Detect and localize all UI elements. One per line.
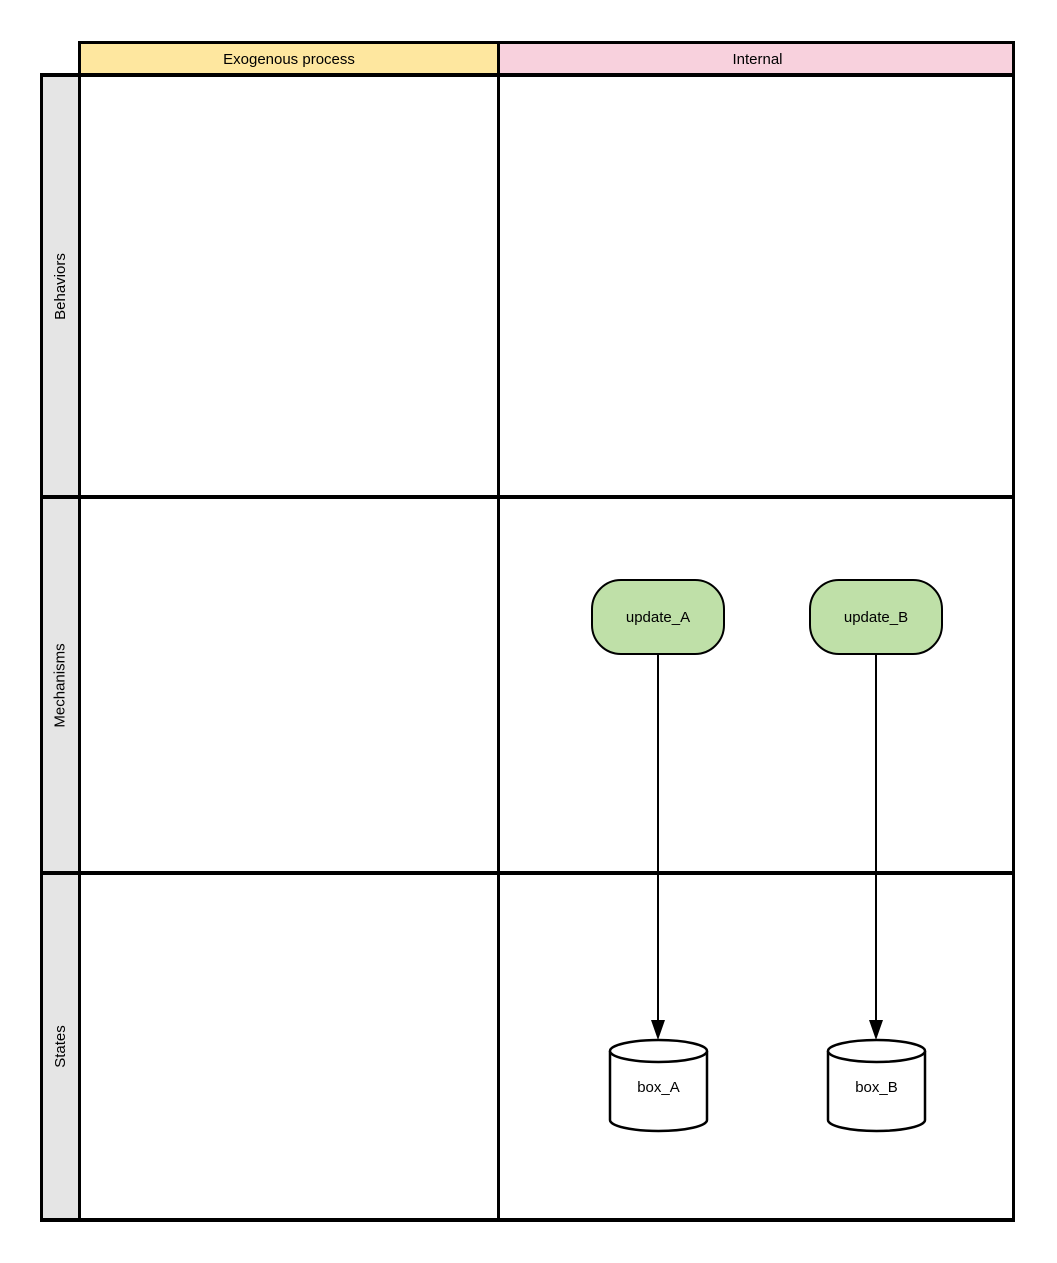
grid-line-left-edge xyxy=(40,73,43,1222)
grid-line-mechanisms-states xyxy=(40,871,1015,875)
node-update-b: update_B xyxy=(809,579,943,655)
row-header-strip-background xyxy=(40,73,81,1222)
grid-line-bottom xyxy=(40,1218,1015,1222)
node-box-a-label: box_A xyxy=(637,1078,680,1096)
row-header-behaviors: Behaviors xyxy=(40,77,81,495)
node-update-a: update_A xyxy=(591,579,725,655)
internal-header-background xyxy=(500,41,1012,77)
column-header-exogenous-process: Exogenous process xyxy=(81,44,497,74)
column-header-internal-label: Internal xyxy=(732,50,783,68)
row-header-states: States xyxy=(40,875,81,1218)
node-box-b-cylinder-icon xyxy=(826,1038,927,1133)
grid-line-label-column xyxy=(78,41,81,1222)
column-header-exogenous-label: Exogenous process xyxy=(223,50,355,68)
row-header-states-label: States xyxy=(52,1025,69,1068)
edge-updateB-to-boxB xyxy=(869,655,883,1040)
row-header-behaviors-label: Behaviors xyxy=(52,252,70,320)
node-update-a-label: update_A xyxy=(625,608,691,626)
grid-line-header-bottom xyxy=(40,73,1015,77)
node-box-a-cylinder-icon xyxy=(608,1038,709,1133)
grid-line-header-top xyxy=(78,41,1015,44)
grid-line-column-divider xyxy=(497,41,500,1222)
grid-line-right-edge xyxy=(1012,41,1015,1222)
node-update-b-label: update_B xyxy=(843,608,909,626)
column-header-internal: Internal xyxy=(503,44,1012,74)
grid-line-behaviors-mechanisms xyxy=(40,495,1015,499)
node-box-b-label: box_B xyxy=(855,1078,898,1096)
exogenous-header-background xyxy=(78,41,500,77)
row-header-mechanisms: Mechanisms xyxy=(40,499,81,871)
row-header-mechanisms-label: Mechanisms xyxy=(52,642,70,728)
edge-updateA-to-boxA xyxy=(651,655,665,1040)
